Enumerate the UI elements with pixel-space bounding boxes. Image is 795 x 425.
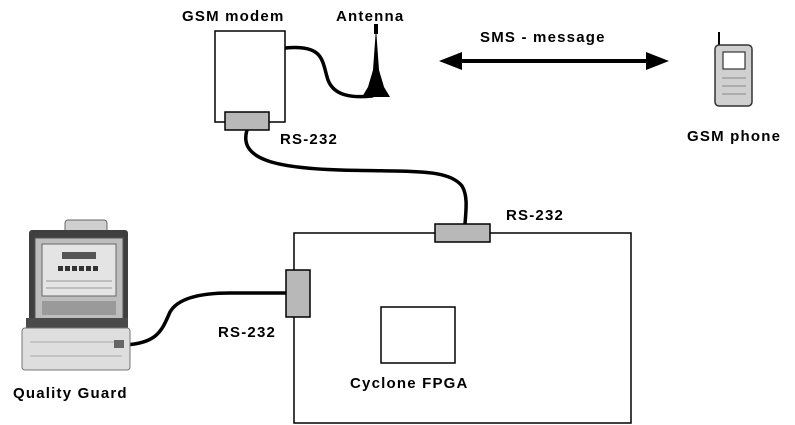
mobile-phone-icon <box>714 32 753 107</box>
board-left-rs232-connector <box>285 269 311 318</box>
gsm-phone-label: GSM phone <box>687 128 782 145</box>
board-top-rs232-connector <box>434 223 491 243</box>
modem-rs232-label: RS-232 <box>280 131 339 148</box>
sms-message-label: SMS - message <box>480 29 606 46</box>
quality-guard-label: Quality Guard <box>13 385 128 402</box>
modem-board-cable <box>244 128 468 226</box>
modem-rs232-connector <box>224 111 270 131</box>
modem-antenna-cable <box>283 45 374 99</box>
antenna-icon <box>362 24 390 97</box>
quality-guard-meter-icon <box>21 219 131 371</box>
antenna-label: Antenna <box>336 8 405 25</box>
gsm-modem-label: GSM modem <box>182 8 285 25</box>
gsm-modem-box <box>214 30 286 123</box>
main-board <box>293 232 632 424</box>
board-left-rs232-label: RS-232 <box>218 324 277 341</box>
meter-board-cable <box>120 291 290 347</box>
cyclone-fpga-chip <box>380 306 456 364</box>
cyclone-fpga-label: Cyclone FPGA <box>350 375 469 392</box>
sms-message-arrow <box>439 52 669 70</box>
board-top-rs232-label: RS-232 <box>506 207 565 224</box>
